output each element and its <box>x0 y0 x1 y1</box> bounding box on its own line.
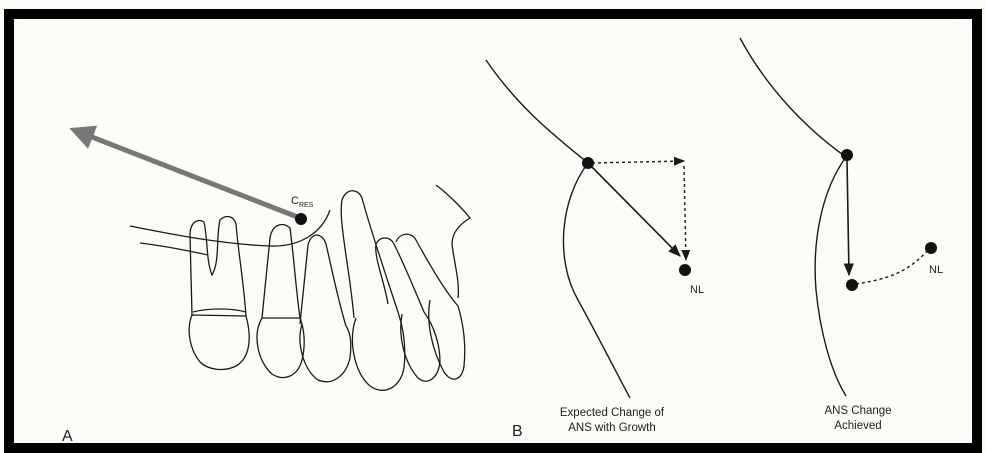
canine <box>341 191 405 391</box>
nl-point-left <box>679 264 691 276</box>
profile-curve-right <box>740 38 846 396</box>
cres-point <box>295 213 307 225</box>
expected-forward-arrow <box>592 161 684 163</box>
panel-b-letter: B <box>512 423 523 440</box>
expected-downward-arrow <box>684 166 686 260</box>
achieved-downward-arrow <box>847 160 849 275</box>
panel-b-left: NL Expected Change of ANS with Growth B <box>486 60 704 440</box>
cres-label: CRES <box>291 195 314 209</box>
ans-point-left <box>582 157 594 169</box>
anterior-maxilla <box>436 185 470 298</box>
ans-achieved-point <box>846 279 858 291</box>
lower-reference-line <box>140 243 208 255</box>
caption-left-line1: Expected Change of <box>560 407 665 419</box>
ans-point-right <box>841 149 853 161</box>
achieved-to-nl-curve <box>856 250 928 284</box>
panel-a: CRES <box>62 130 470 445</box>
panel-a-letter: A <box>62 428 73 445</box>
caption-right-line2: Achieved <box>834 420 881 432</box>
molar <box>189 217 249 370</box>
lateral-incisor <box>376 238 440 381</box>
premolar-2 <box>300 235 351 382</box>
nl-label-left: NL <box>690 284 704 296</box>
force-arrow <box>74 130 300 218</box>
nl-label-right: NL <box>929 264 943 276</box>
nl-point-right <box>925 242 937 254</box>
caption-left-line2: ANS with Growth <box>568 422 656 434</box>
expected-resultant-arrow <box>589 164 680 256</box>
caption-right-line1: ANS Change <box>824 405 891 417</box>
profile-curve-left <box>486 60 630 398</box>
premolar-1 <box>257 225 304 378</box>
panel-b-right: NL ANS Change Achieved <box>740 38 943 432</box>
